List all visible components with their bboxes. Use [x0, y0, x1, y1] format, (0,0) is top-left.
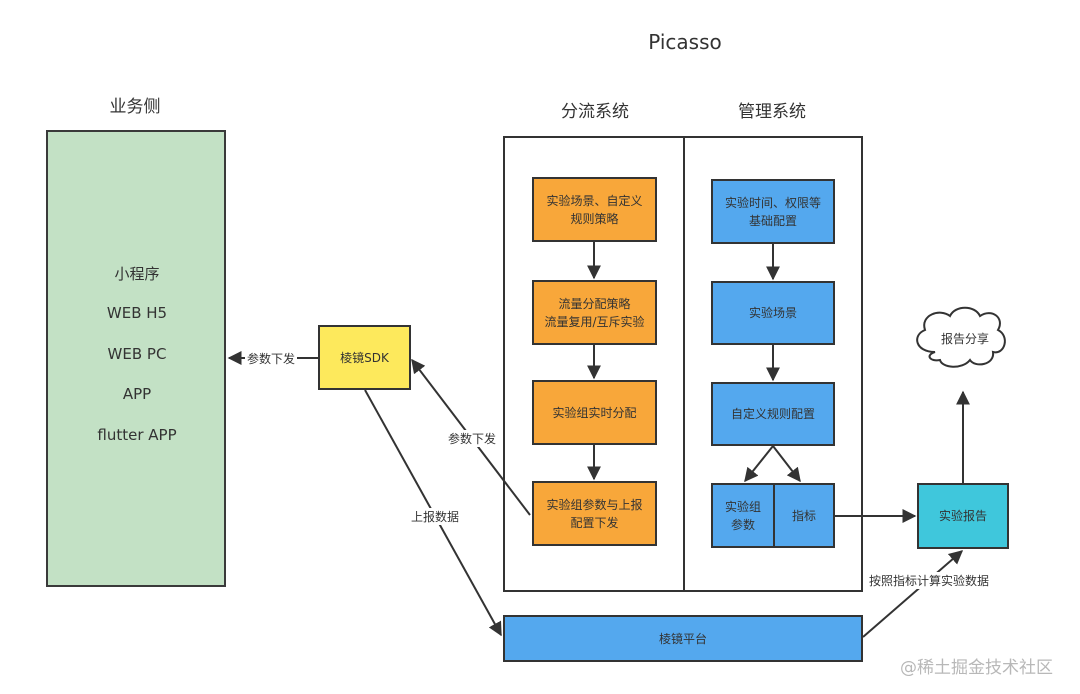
- sdk-box: 棱镜SDK: [318, 325, 411, 390]
- edge-platform-to-report: [862, 550, 964, 638]
- traffic-step-allocation: 流量分配策略 流量复用/互斥实验: [532, 280, 657, 345]
- business-side-box: [46, 130, 226, 587]
- mgmt-group-params: 实验组 参数: [711, 483, 775, 548]
- mgmt-step-scene: 实验场景: [711, 281, 835, 345]
- report-share-cloud: [916, 306, 1006, 368]
- edge-label-sdk-to-business: 参数下发: [245, 350, 298, 367]
- diagram-title: Picasso: [648, 30, 722, 54]
- business-item-web-h5: WEB H5: [106, 304, 168, 322]
- edge-mgmt-3-params: [744, 445, 774, 483]
- edge-label-traffic-to-sdk: 参数下发: [446, 430, 499, 447]
- mgmt-step-basic-config: 实验时间、权限等 基础配置: [711, 179, 835, 244]
- mgmt-step-custom-rules: 自定义规则配置: [711, 382, 835, 446]
- edge-mgmt-3-metrics: [772, 445, 801, 483]
- management-system-frame: [683, 136, 863, 592]
- platform-box: 棱镜平台: [503, 615, 863, 662]
- report-box: 实验报告: [917, 483, 1009, 549]
- business-side-heading: 业务侧: [109, 97, 161, 117]
- business-item-web-pc: WEB PC: [107, 345, 167, 363]
- management-system-heading: 管理系统: [738, 102, 806, 122]
- watermark: @稀土掘金技术社区: [900, 658, 1053, 678]
- business-item-miniprogram: 小程序: [114, 265, 160, 283]
- report-share-label: 报告分享: [940, 332, 989, 346]
- edge-label-platform-to-report: 按照指标计算实验数据: [867, 572, 992, 589]
- mgmt-metrics: 指标: [773, 483, 835, 548]
- edge-label-sdk-to-platform: 上报数据: [409, 508, 462, 525]
- traffic-step-param-dispatch: 实验组参数与上报 配置下发: [532, 481, 657, 546]
- business-item-app: APP: [122, 385, 152, 403]
- traffic-system-heading: 分流系统: [561, 102, 629, 122]
- business-item-flutter-app: flutter APP: [97, 426, 177, 444]
- traffic-step-realtime-assign: 实验组实时分配: [532, 380, 657, 445]
- traffic-step-scene-rules: 实验场景、自定义 规则策略: [532, 177, 657, 242]
